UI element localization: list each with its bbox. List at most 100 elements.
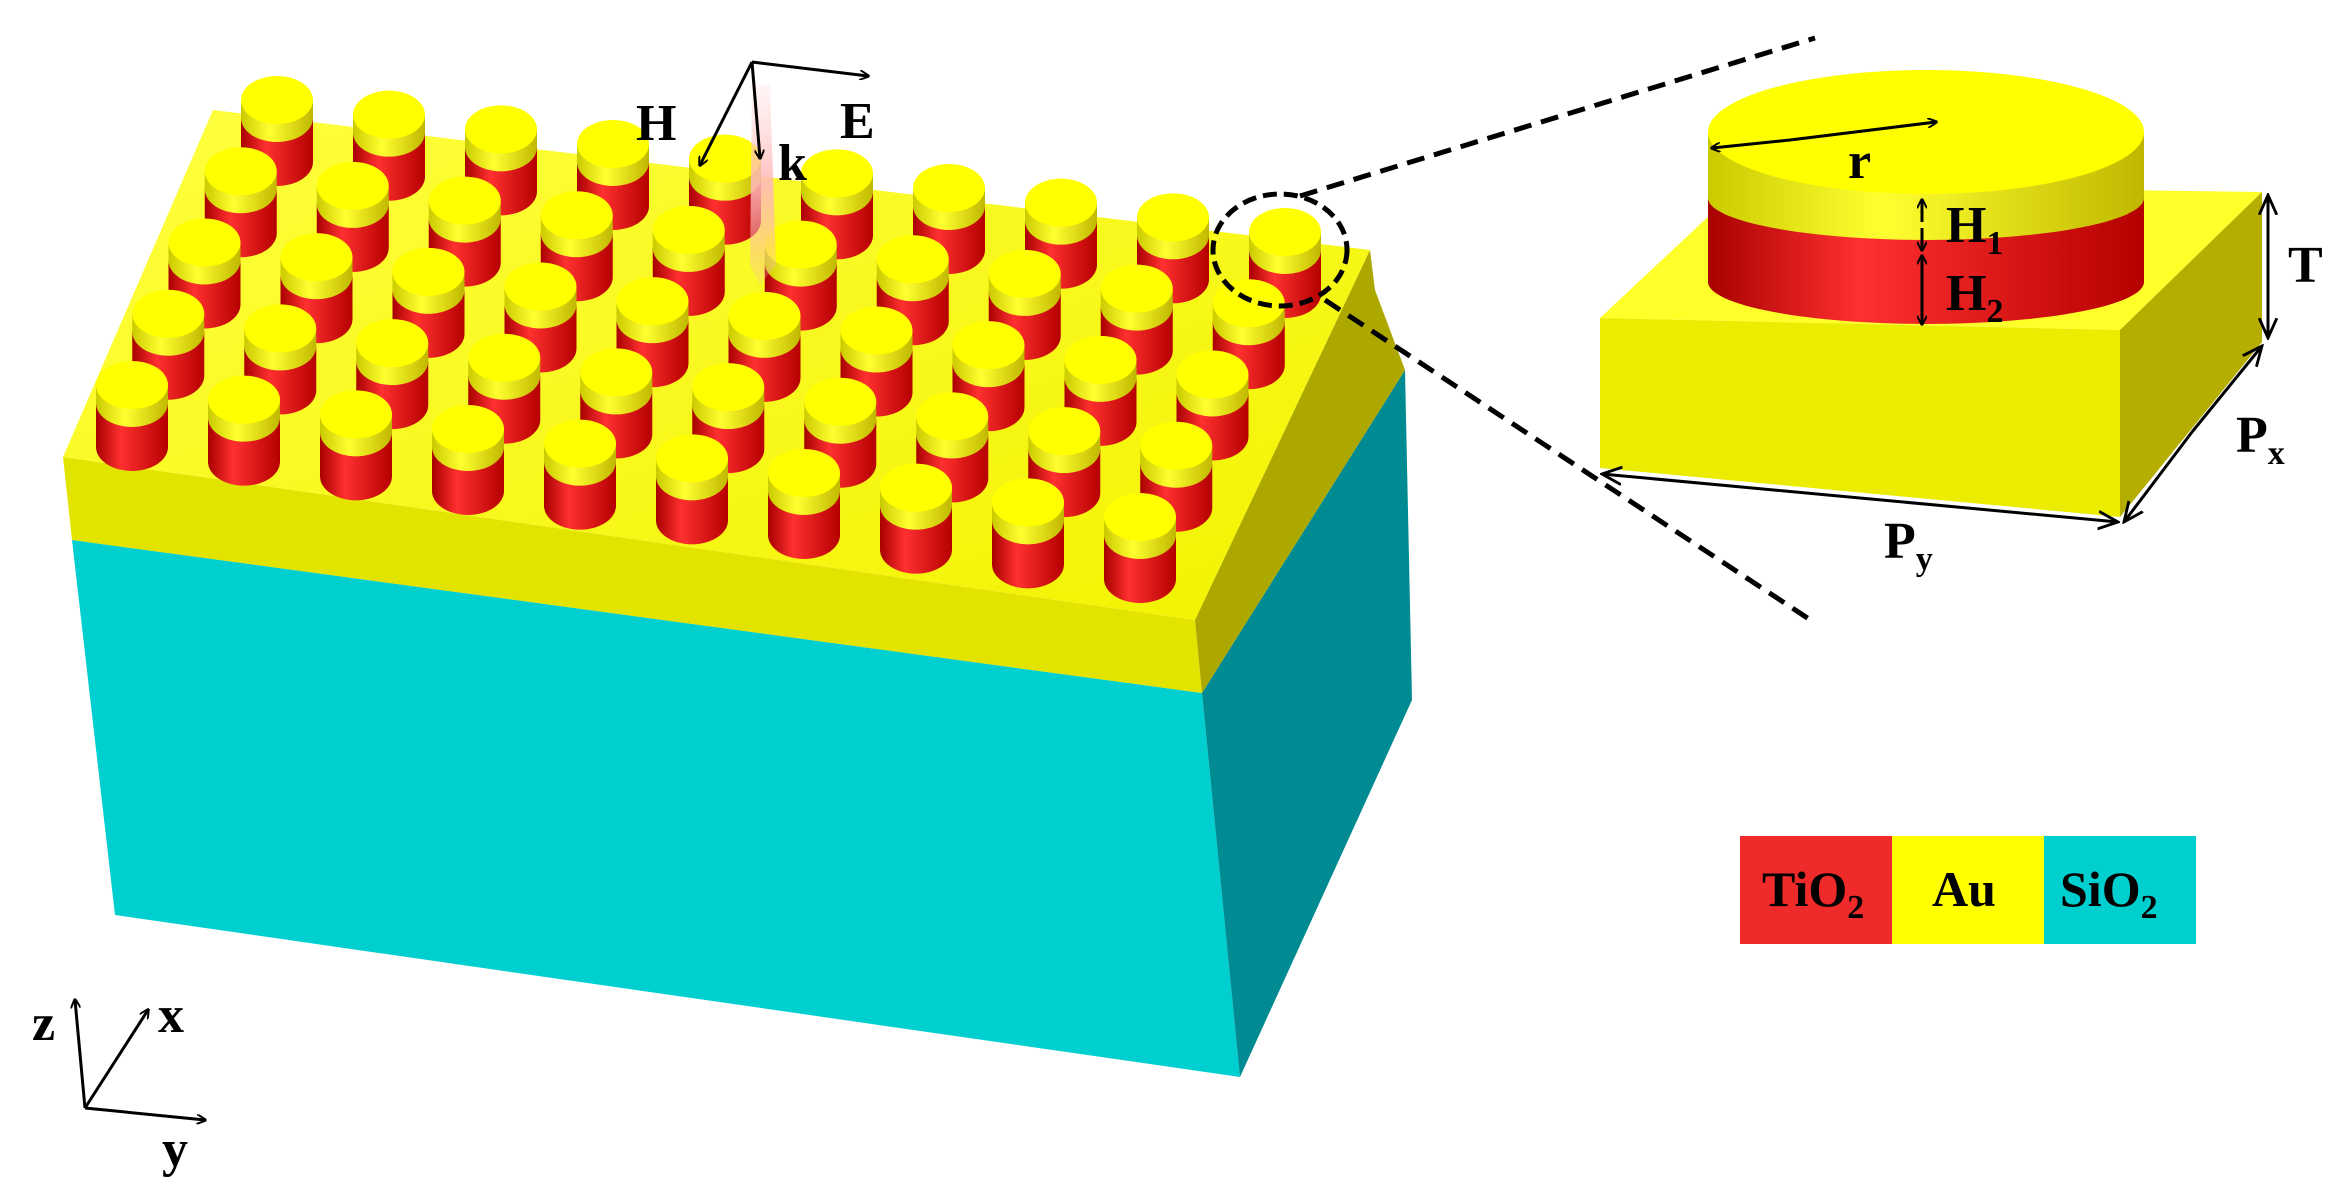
nanodisk-top [1137, 193, 1209, 242]
nanodisk [428, 176, 501, 287]
radius-label: r [1848, 133, 1871, 190]
h2-label: H2 [1946, 265, 2003, 330]
nanodisk-top [316, 161, 389, 210]
nanodisk [652, 205, 725, 316]
nanodisk-top [952, 321, 1025, 370]
nanodisk-top [804, 377, 877, 426]
h-field-arrow [700, 61, 754, 165]
px-dimension-arrow-a [2190, 346, 2262, 433]
nanodisk-top [580, 348, 653, 397]
nanodisk-top [392, 247, 465, 296]
nanodisk-top [1025, 178, 1097, 227]
nanodisk-top [728, 291, 801, 340]
coordinate-axes: z x y [32, 987, 205, 1178]
substrate-block [63, 110, 1412, 1077]
nanodisk [356, 319, 429, 430]
unit-cell-gold-side [2120, 192, 2262, 517]
nanodisk-top [1064, 335, 1137, 384]
h-field-label: H [636, 95, 676, 152]
nanodisk-top [544, 419, 616, 468]
incident-wave: H k E [636, 60, 875, 285]
nanodisk [768, 449, 840, 559]
r-dimension-arrow-2 [1789, 122, 1936, 142]
py-dimension-arrow-b [1859, 496, 2118, 522]
legend-label-au: Au [1932, 861, 1996, 917]
py-label: Py [1884, 513, 1933, 578]
y-axis-arrow [84, 1106, 205, 1120]
nanodisk [988, 249, 1061, 360]
light-beam [750, 85, 776, 285]
nanodisk [96, 361, 168, 471]
legend-label-tio2: TiO2 [1762, 861, 1864, 926]
unit-cell-disk-top [1708, 70, 2144, 194]
nanodisk [1025, 178, 1097, 289]
nanodisk-top [504, 262, 577, 311]
nanodisk-top [689, 134, 761, 183]
y-axis-label: y [162, 1121, 188, 1178]
nanodisk-top [768, 449, 840, 497]
nanodisk-top [132, 289, 205, 338]
nanodisk [577, 120, 649, 230]
gold-layer-front-face [63, 457, 1202, 693]
nanodisk [208, 375, 280, 486]
silica-side-face [1202, 370, 1412, 1077]
legend-swatch-au [1892, 836, 2044, 944]
nanodisk-top [692, 363, 765, 412]
nanodisk [316, 161, 389, 272]
zoom-indicator [1210, 35, 1817, 626]
nanodisk-top [988, 249, 1061, 298]
nanodisk-top [916, 392, 989, 441]
nanodisk-top [1104, 493, 1176, 541]
nanodisk-top [1212, 279, 1285, 328]
nanodisk-top [840, 306, 913, 355]
zoom-line-top [1299, 35, 1816, 199]
unit-cell-gold-front [1600, 318, 2120, 517]
nanodisk-top [876, 235, 949, 284]
px-label: Px [2236, 407, 2285, 472]
nanodisk-top [356, 319, 429, 368]
k-vector-label: k [778, 135, 807, 192]
nanodisk-top [244, 304, 317, 353]
e-field-label: E [840, 93, 875, 150]
r-dimension-arrow [1712, 138, 1791, 148]
nanodisk-top [616, 277, 689, 326]
k-vector-arrow [750, 61, 760, 158]
nanodisk-top [652, 205, 725, 254]
silica-front-face [72, 540, 1240, 1077]
gold-layer-side-face [1195, 250, 1405, 693]
nanodisk-top [913, 164, 985, 212]
nanodisk-top [208, 375, 280, 424]
nanodisk-top [656, 434, 728, 483]
unit-cell: r H1 H2 T Px Py [1600, 70, 2323, 578]
nanodisk-top [1100, 264, 1173, 313]
legend-swatch-sio2 [2044, 836, 2196, 944]
nanodisk-top [465, 105, 537, 154]
nanodisk-top [468, 333, 541, 382]
nanodisk-top [204, 147, 277, 196]
nanodisk-top [353, 90, 425, 139]
nanodisk-top [1140, 421, 1213, 470]
nanodisk-top [764, 220, 837, 269]
nanodisk [992, 478, 1064, 589]
legend-swatch-tio2 [1740, 836, 1892, 944]
nanodisk-top [280, 233, 353, 282]
nanodisk-top [801, 149, 873, 198]
nanodisk-top [320, 390, 392, 439]
nanodisk-top [1249, 208, 1321, 256]
z-axis-arrow [75, 1000, 87, 1109]
nanodisk [1212, 279, 1285, 390]
zoom-line-bottom [1323, 297, 1817, 626]
px-dimension-arrow-b [2124, 431, 2194, 522]
py-dimension-arrow-a [1602, 474, 1861, 500]
nanodisk-top [96, 361, 168, 409]
nanodisk-top [1028, 407, 1101, 456]
nanodisk-top [880, 463, 952, 512]
nanodisk [320, 390, 392, 501]
nanodisk [432, 405, 504, 515]
nanodisk [1064, 335, 1137, 446]
x-axis-label: x [158, 987, 184, 1044]
nanodisk-top [168, 218, 241, 267]
thickness-label: T [2288, 237, 2323, 294]
zoom-circle [1210, 191, 1350, 309]
